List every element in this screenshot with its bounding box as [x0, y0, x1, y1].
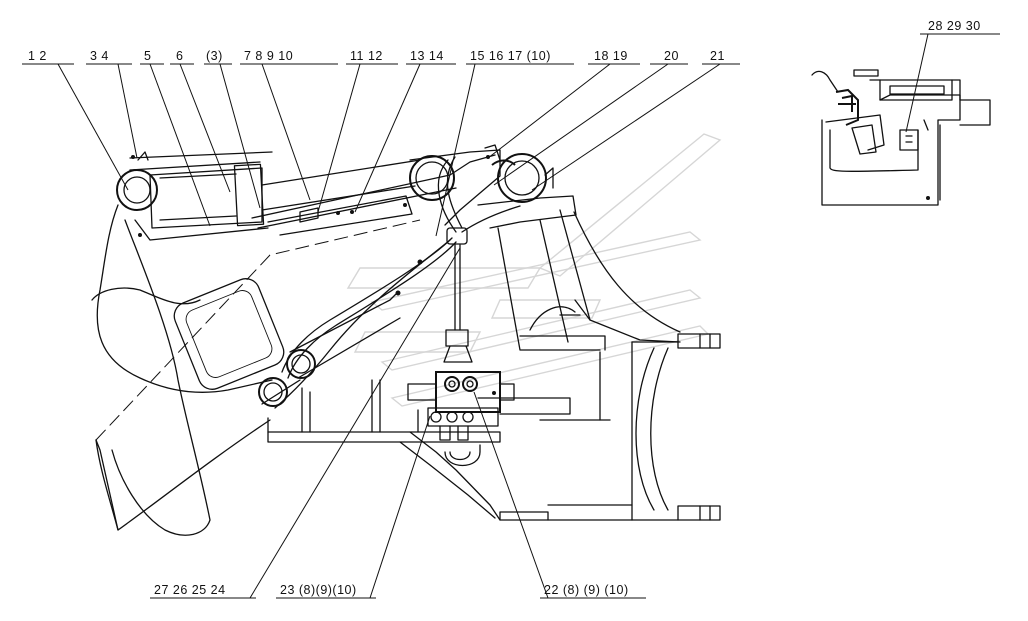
control-valve [407, 329, 571, 466]
centerline [95, 219, 421, 441]
hoses [274, 156, 521, 409]
callout-3-4: 3 4 [90, 49, 109, 63]
callout-22: 22 (8) (9) (10) [544, 583, 629, 597]
callout-labels-inset: 28 29 30 [928, 19, 981, 33]
boom-cylinder [116, 151, 421, 241]
frame-lower-curve [95, 419, 271, 531]
boom-link [251, 154, 496, 236]
callout-labels-bottom: 27 26 25 24 23 (8)(9)(10) 22 (8) (9) (10… [154, 583, 629, 597]
inset-joystick-assembly [811, 69, 991, 206]
callout-15-17: 15 16 17 (10) [470, 49, 551, 63]
frame-window [173, 278, 285, 390]
callout-20: 20 [664, 49, 679, 63]
watermark-logo [346, 133, 722, 407]
callout-18-19: 18 19 [594, 49, 628, 63]
callout-7-10: 7 8 9 10 [244, 49, 293, 63]
callout-21: 21 [710, 49, 725, 63]
callout-6: 6 [176, 49, 183, 63]
callout-13-14: 13 14 [410, 49, 444, 63]
callout-5: 5 [144, 49, 151, 63]
callout-27-24: 27 26 25 24 [154, 583, 226, 597]
callout-28-30: 28 29 30 [928, 19, 981, 33]
frame-outline [96, 204, 273, 393]
callout-3-ref: (3) [206, 49, 223, 63]
leader-lines [22, 33, 1000, 599]
main-assembly [91, 144, 721, 536]
right-frame [497, 209, 721, 521]
callout-1-2: 1 2 [28, 49, 47, 63]
base-platform [267, 379, 549, 521]
rollers [258, 291, 401, 407]
pivot-cluster [409, 144, 577, 229]
callout-23: 23 (8)(9)(10) [280, 583, 357, 597]
callout-11-12: 11 12 [350, 49, 383, 63]
callout-labels-top: 1 2 3 4 5 6 (3) 7 8 9 10 11 12 13 14 15 … [28, 49, 725, 63]
